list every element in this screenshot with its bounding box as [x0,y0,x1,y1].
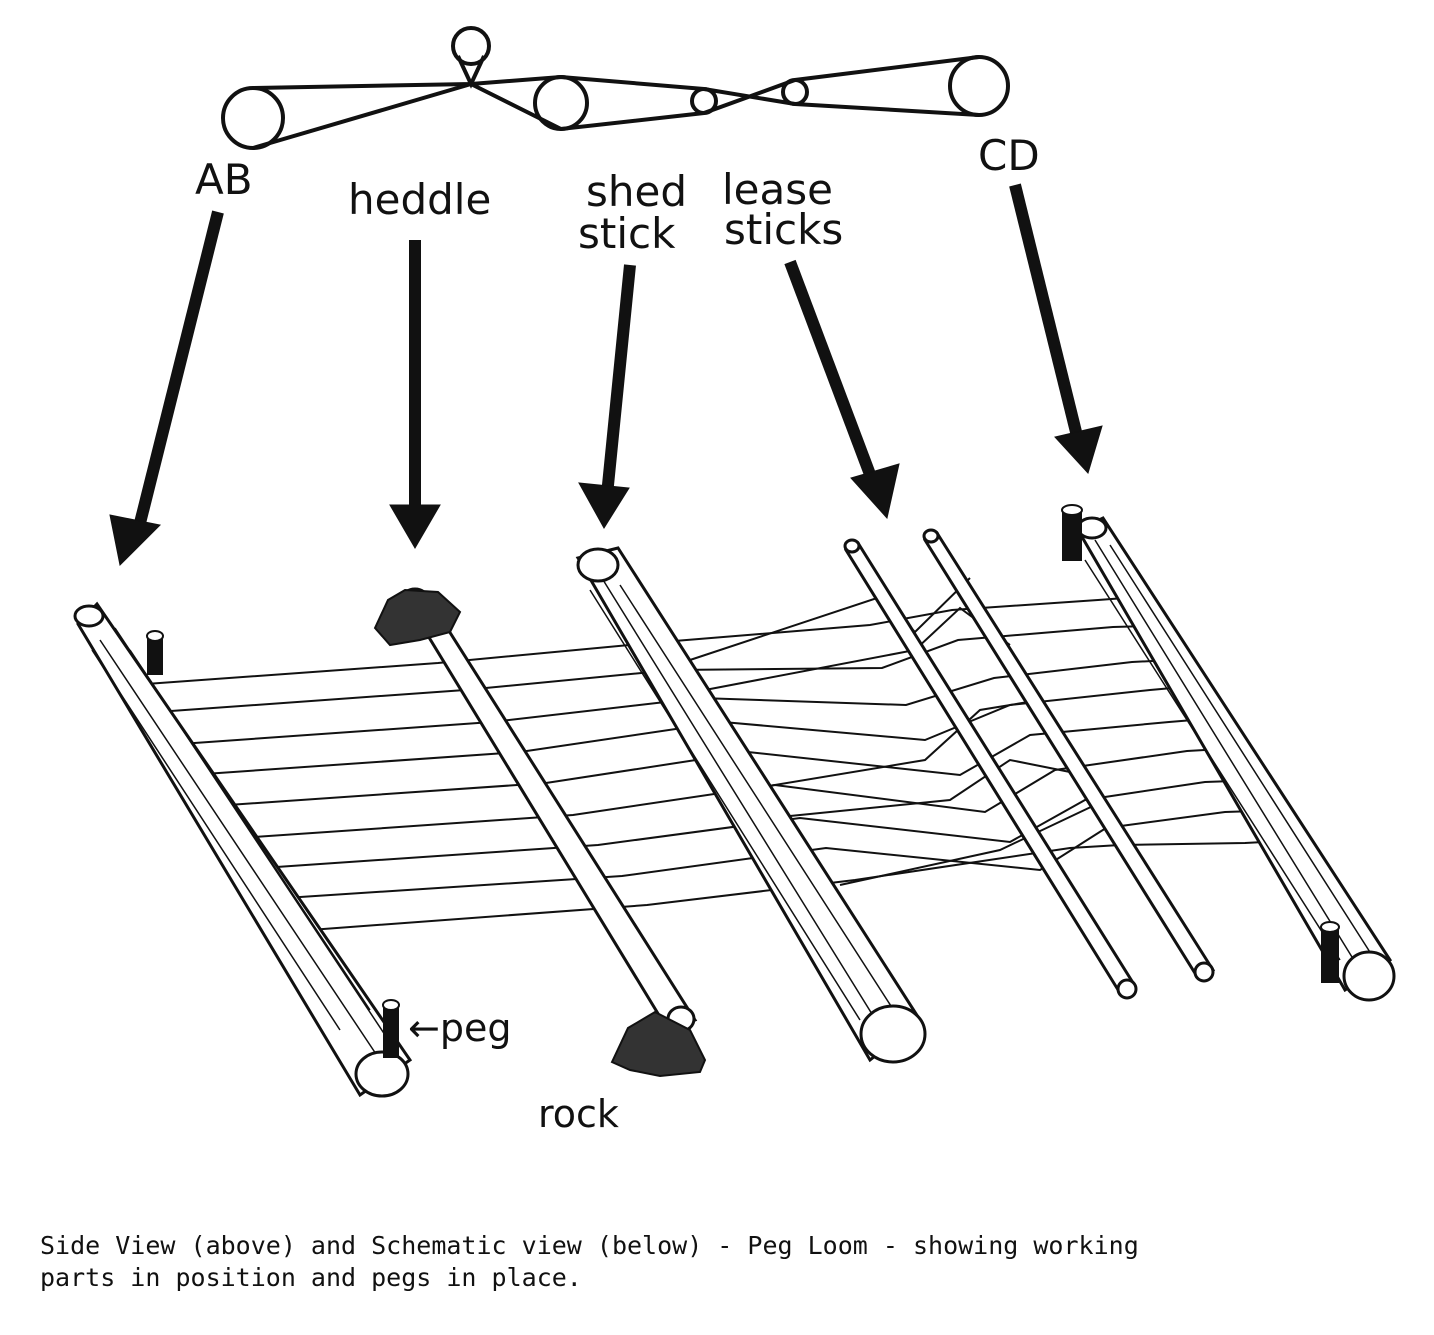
label-peg: ←peg [408,1006,512,1050]
peg-cd-top [1061,504,1083,561]
label-shed-stick-line1: shed [586,167,688,216]
arrow-ab [109,210,224,567]
label-ab: AB [195,155,253,204]
peg-ab-top [146,630,164,675]
side-ab-beam [221,86,285,150]
lease-stick-2 [922,528,1216,983]
ab-beam [73,601,413,1098]
arrow-shed-stick [578,264,636,529]
lease-stick-1 [843,538,1138,1000]
rock-heddle-bottom [610,1010,707,1078]
rock-heddle-top [373,588,462,647]
label-rock: rock [538,1092,619,1136]
side-heddle-top [451,26,491,66]
rocks [373,588,707,1078]
pegs [146,504,1340,1058]
side-cd-beam [948,55,1010,117]
side-view [221,26,1010,150]
peg-ab-bottom [382,999,400,1058]
caption-line-1: Side View (above) and Schematic view (be… [40,1231,1139,1260]
label-heddle: heddle [348,175,492,224]
ab-beam-end [354,1050,410,1098]
cd-beam-end [1342,950,1396,1002]
label-cd: CD [978,131,1040,180]
label-lease-sticks-line2: sticks [724,205,844,254]
side-warp-upper [252,74,980,117]
shed-stick-log [575,546,927,1064]
arrow-heddle [389,240,441,549]
side-warp-lower [252,55,980,150]
arrow-lease-sticks [784,259,900,520]
label-shed-stick-line2: stick [578,209,676,258]
shed-stick-end [859,1004,927,1064]
arrow-cd [1009,183,1103,474]
side-heddle-cords [456,55,486,89]
peg-cd-bottom [1320,921,1340,983]
label-lease-sticks-line1: lease [722,165,833,214]
cd-beam [1075,516,1396,1002]
pointer-arrows [109,183,1103,567]
figure-caption: Side View (above) and Schematic view (be… [40,1230,1410,1294]
caption-line-2: parts in position and pegs in place. [40,1263,582,1292]
